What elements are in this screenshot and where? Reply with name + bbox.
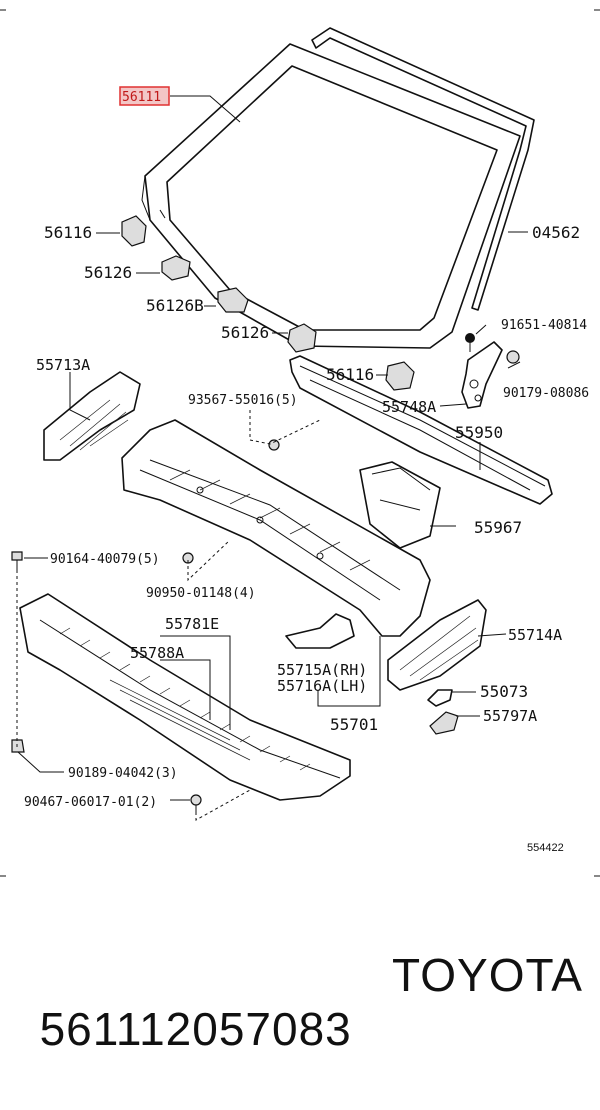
clip-56116-lower[interactable] [385,361,415,391]
louver-55781e[interactable] [19,593,351,801]
label-55797a[interactable]: 55797A [483,707,537,725]
footer-line: 561112057083 TOYOTA [12,948,592,1110]
windshield-glass[interactable] [141,43,521,349]
label-93567[interactable]: 93567-55016(5) [188,393,298,408]
label-55788a[interactable]: 55788A [130,644,184,662]
corner-marks [0,9,600,877]
footer-part-number: 561112057083 [39,1003,352,1055]
label-55716a[interactable]: 55716A(LH) [277,677,367,695]
clip-56126-lower[interactable] [287,323,317,353]
fastener-90164[interactable] [11,551,23,570]
pad-55797a[interactable] [429,711,459,735]
label-90179[interactable]: 90179-08086 [503,386,589,401]
clip-55073[interactable] [427,689,453,707]
label-55073[interactable]: 55073 [480,682,528,701]
label-55967[interactable]: 55967 [474,518,522,537]
label-56126-lower[interactable]: 56126 [221,323,269,342]
cowl-panel-55701[interactable] [121,419,431,637]
label-55701[interactable]: 55701 [330,715,378,734]
fastener-90467[interactable] [190,794,202,812]
brace-55713a[interactable] [43,371,141,461]
clip-56126-upper[interactable] [161,255,191,281]
bolt-91651[interactable] [465,333,475,352]
label-56126-upper[interactable]: 56126 [84,263,132,282]
fastener-93567[interactable] [268,439,280,451]
part-labels: 56111 04562 56116 56126 56126B 56126 916… [24,90,589,854]
label-90950[interactable]: 90950-01148(4) [146,586,256,601]
footer-brand: TOYOTA [392,949,583,1001]
leader-lines [16,95,528,821]
label-56116-lower[interactable]: 56116 [326,365,374,384]
highlight-box [119,86,170,106]
label-55950[interactable]: 55950 [455,423,503,442]
label-55713a[interactable]: 55713A [36,356,90,374]
figure-number: 554422 [527,842,564,854]
windshield-molding[interactable] [311,27,535,311]
clip-56116-upper[interactable] [121,215,147,247]
label-56111[interactable]: 56111 [122,90,161,105]
label-90467[interactable]: 90467-06017-01(2) [24,795,157,810]
label-90189[interactable]: 90189-04042(3) [68,766,178,781]
parts-diagram: 56111 04562 56116 56126 56126B 56126 916… [0,9,600,877]
label-55781e[interactable]: 55781E [165,615,219,633]
label-55714a[interactable]: 55714A [508,626,562,644]
duct-55967[interactable] [359,461,441,549]
label-55748a[interactable]: 55748A [382,398,436,416]
bracket-55715a-55716a[interactable] [285,613,355,649]
clip-56126b[interactable] [217,287,249,313]
label-56116-upper[interactable]: 56116 [44,223,92,242]
bracket-55748a[interactable] [461,341,503,409]
nut-90179[interactable] [506,350,520,364]
fastener-90189[interactable] [11,739,25,753]
label-90164[interactable]: 90164-40079(5) [50,552,160,567]
label-91651[interactable]: 91651-40814 [501,318,587,333]
panel-55950[interactable] [289,355,553,505]
label-56126b[interactable]: 56126B [146,296,204,315]
brace-55714a[interactable] [387,599,487,691]
label-04562[interactable]: 04562 [532,223,580,242]
label-55715a[interactable]: 55715A(RH) [277,661,367,679]
